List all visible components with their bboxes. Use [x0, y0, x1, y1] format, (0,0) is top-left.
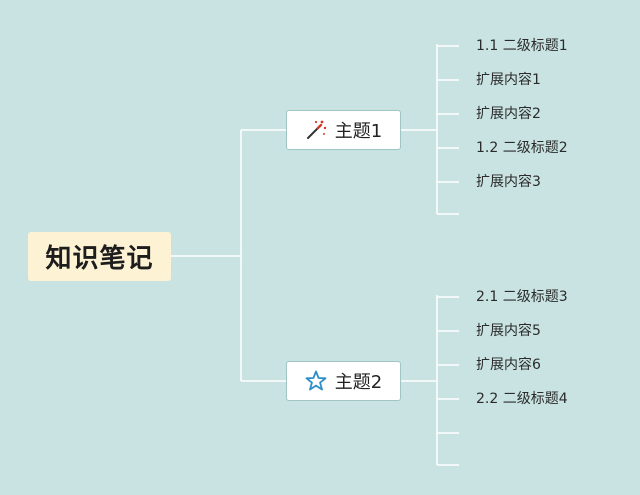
leaf-node[interactable]: 扩展内容1 [476, 72, 541, 88]
leaf-node[interactable]: 扩展内容2 [476, 106, 541, 122]
topic-node-1[interactable]: 主题1 [286, 110, 401, 150]
leaf-node[interactable]: 扩展内容5 [476, 323, 541, 339]
root-node[interactable]: 知识笔记 [28, 232, 171, 281]
topic-node-2[interactable]: 主题2 [286, 361, 401, 401]
leaf-node[interactable]: 2.1 二级标题3 [476, 289, 568, 305]
leaf-node[interactable]: 扩展内容3 [476, 174, 541, 190]
star-icon [305, 370, 327, 392]
leaf-node[interactable]: 1.2 二级标题2 [476, 140, 568, 156]
topic-label: 主题2 [334, 372, 383, 393]
magic-wand-icon [305, 119, 327, 141]
leaf-node[interactable]: 1.1 二级标题1 [476, 38, 568, 54]
leaf-node[interactable]: 2.2 二级标题4 [476, 391, 568, 407]
root-label: 知识笔记 [45, 244, 154, 274]
leaf-node[interactable]: 扩展内容6 [476, 357, 541, 373]
topic-label: 主题1 [334, 121, 383, 142]
